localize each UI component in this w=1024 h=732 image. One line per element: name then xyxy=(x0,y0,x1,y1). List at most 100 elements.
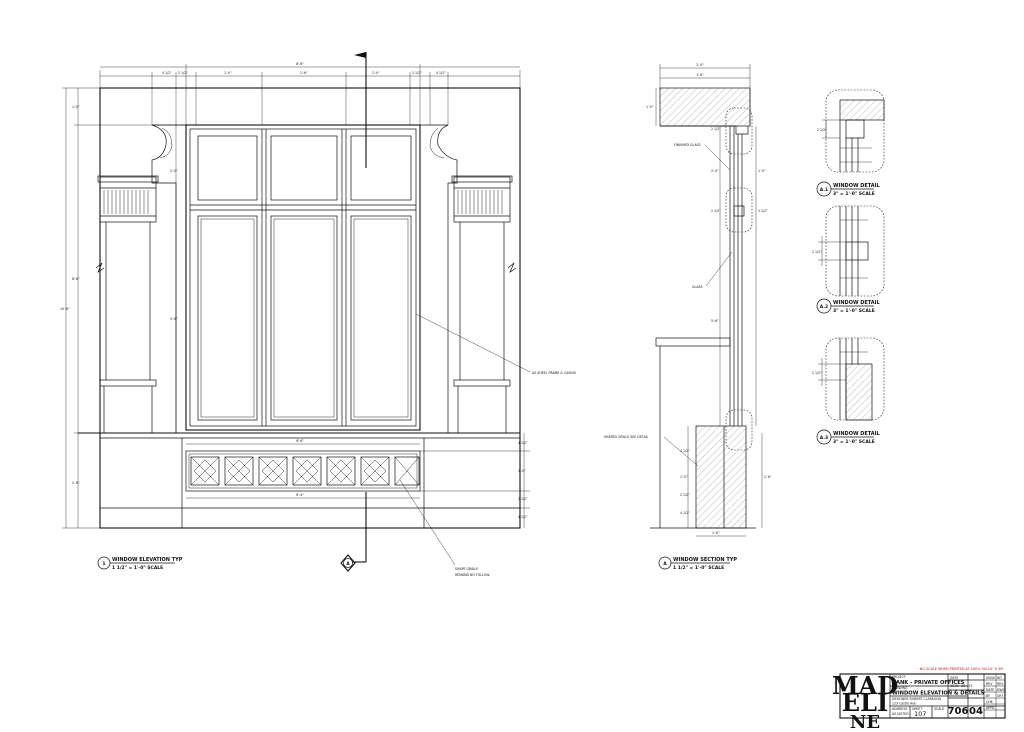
dim-label: 2 1/2" xyxy=(711,209,721,213)
print-scale-note: NO SCALE WHEN PRINTED AT 100% ON 24" X 3… xyxy=(920,667,1005,671)
dim-label: 1'-0" xyxy=(518,469,526,473)
dim-label: 4 1/2" xyxy=(518,441,528,445)
section-cut-marker: A xyxy=(340,554,356,572)
detail-a2: 2 1/2" A.2 WINDOW DETAIL 3" = 1'-0" SCAL… xyxy=(812,205,885,314)
tb-date: 2019 - 08 - 15 xyxy=(950,684,973,688)
dim-label: 4 1/2" xyxy=(436,71,446,75)
dim-label: 1'-0" xyxy=(758,169,766,173)
tb-scale-label: SCALE xyxy=(934,707,944,711)
elevation-dimensions: 8'-6" 4 1/2" 2 1/2" 1'-0" 1'-6" 1'-0" 2 … xyxy=(60,62,577,577)
section-cut-label: A xyxy=(346,561,350,567)
tb-page-number: 706 xyxy=(948,706,969,717)
tb-address: 123 Castle Ave xyxy=(892,702,916,706)
dim-label: 5'-6" xyxy=(170,317,178,321)
elevation-title: 1 WINDOW ELEVATION TYP 1 1/2" = 1'-0" SC… xyxy=(97,556,183,571)
detail-a1-scale: 3" = 1'-0" SCALE xyxy=(833,191,875,197)
tb-date-label: DATE xyxy=(950,676,958,680)
title-block: MAD ELI NE PROJECT BANK - PRIVATE OFFICE… xyxy=(832,671,1006,732)
dim-label: 1'-6" xyxy=(696,73,704,77)
tb-small-label: CHK xyxy=(986,700,994,704)
tb-small-label: ISSUE xyxy=(986,676,995,680)
dim-label: 2 1/2" xyxy=(758,209,768,213)
dim-section-width: 2'-0" xyxy=(696,63,704,67)
dim-label: 1'-0" xyxy=(680,475,688,479)
dim-height-upper: 8'-6" xyxy=(72,277,80,281)
tb-small-label: SHT xyxy=(997,694,1003,698)
elevation-title-text: WINDOW ELEVATION TYP xyxy=(112,557,183,563)
note-finished-glass: FINISHED GLASS xyxy=(674,143,701,147)
dim-label: 2 1/2" xyxy=(680,493,690,497)
dim-label: 4 1/2" xyxy=(518,515,528,519)
tb-address-label: ADDRESS xyxy=(892,707,907,711)
tb-sheet-number: 107 xyxy=(914,710,926,718)
dim-label: 2'-0" xyxy=(170,169,178,173)
section-scale: 1 1/2" = 1'-0" SCALE xyxy=(673,565,724,571)
tb-small-label: NO xyxy=(997,676,1002,680)
section-title-text: WINDOW SECTION TYP xyxy=(673,557,737,563)
dim-label: 1'-0" xyxy=(372,71,380,75)
dim-label: 1'-0" xyxy=(224,71,232,75)
dim-label: 1'-0" xyxy=(72,105,80,109)
section-marker: A xyxy=(663,561,667,567)
left-balusters xyxy=(100,187,156,217)
tb-small-label: REV xyxy=(997,682,1004,686)
dim-label: 1'-0" xyxy=(646,105,654,109)
tb-designer: DESIGNER ROBERT CLARKSON xyxy=(892,697,941,701)
tb-small-label: DWG xyxy=(997,688,1006,692)
note-frame-casing: AS SHEEL FRAME & CASING xyxy=(532,371,577,375)
dim-label: 2 1/2" xyxy=(518,497,528,501)
tb-drawing-label: DRAWING xyxy=(892,686,908,690)
tb-small-label: DATE xyxy=(986,688,994,692)
tb-sheet-label: SHEET xyxy=(912,707,922,711)
tb-small-label: REV xyxy=(986,682,993,686)
tb-scale: AS NOTED xyxy=(892,712,909,716)
detail-a1-title: WINDOW DETAIL xyxy=(833,183,881,189)
detail-a3-scale: 3" = 1'-0" SCALE xyxy=(833,439,875,445)
section-title: A WINDOW SECTION TYP 1 1/2" = 1'-0" SCAL… xyxy=(658,556,737,571)
note-apron-sub: REMAND NO FOLLOW xyxy=(455,573,490,577)
detail-a2-scale: 3" = 1'-0" SCALE xyxy=(833,308,875,314)
detail-a3-marker: A.3 xyxy=(820,435,828,441)
logo-line-3: NE xyxy=(850,712,880,732)
tb-project: BANK - PRIVATE OFFICES xyxy=(892,680,965,686)
tb-drawing: WINDOW ELEVATION & DETAILS xyxy=(892,691,984,697)
dim-label: 5'-6" xyxy=(711,319,719,323)
dim-overall-width: 8'-6" xyxy=(296,62,304,66)
window-section: 2'-0" 1'-6" 1'-0" 2'-0" 5'-6" 2 1/2" 2 1… xyxy=(604,63,772,537)
elevation-scale: 1 1/2" = 1'-0" SCALE xyxy=(112,565,163,571)
dim-label: 1'-6" xyxy=(300,71,308,75)
dim-label: 4 1/2" xyxy=(680,449,690,453)
tb-small-label: APPD xyxy=(986,706,995,710)
detail-a2-title: WINDOW DETAIL xyxy=(833,300,881,306)
detail-a1-marker: A.1 xyxy=(820,187,828,193)
detail-a3-title: WINDOW DETAIL xyxy=(833,431,881,437)
dim-label: 1'-6" xyxy=(712,531,720,535)
right-balusters xyxy=(454,187,510,217)
window-elevation xyxy=(78,52,521,563)
detail-a1: 2 1/2" A.1 WINDOW DETAIL 3" = 1'-0" SCAL… xyxy=(816,89,885,197)
dim-label: 4 1/2" xyxy=(162,71,172,75)
logo-line-2: ELI xyxy=(842,688,888,717)
dim-height-total: 10'-6" xyxy=(60,307,70,311)
dim-label: 2 1/2" xyxy=(817,128,827,132)
dim-label: 2 1/2" xyxy=(412,71,422,75)
dim-apron-width: 6'-4" xyxy=(296,493,304,497)
tb-project-label: PROJECT xyxy=(892,675,906,679)
note-apron-grille: SHAPE GRAILE xyxy=(455,567,478,571)
detail-a3: 2 1/2" A.3 WINDOW DETAIL 3" = 1'-0" SCAL… xyxy=(812,337,885,445)
tb-small-label: BY xyxy=(986,694,990,698)
dim-label: 2 1/2" xyxy=(812,250,822,254)
dim-label: 2'-6" xyxy=(764,475,772,479)
apron-grille xyxy=(190,456,420,486)
dim-height-base: 2'-6" xyxy=(72,481,80,485)
dim-label: 2 1/2" xyxy=(812,371,822,375)
dim-label: 2 1/2" xyxy=(178,71,188,75)
note-glass: GLASS xyxy=(692,285,703,289)
dim-inner-width: 6'-6" xyxy=(296,439,304,443)
note-shaped-grille: SHAPED GRILLE SEE DETAIL xyxy=(604,435,649,439)
elevation-marker: 1 xyxy=(102,561,105,567)
dim-label: 2 1/2" xyxy=(711,127,721,131)
logo-line-1: MAD xyxy=(832,671,898,700)
detail-a2-marker: A.2 xyxy=(820,304,828,310)
